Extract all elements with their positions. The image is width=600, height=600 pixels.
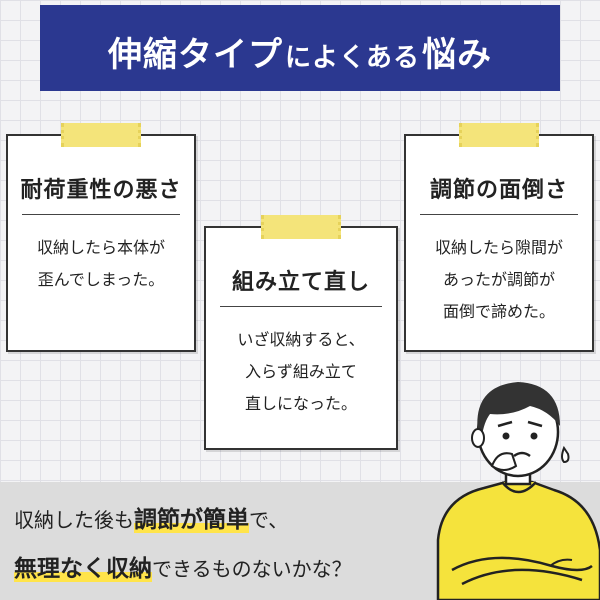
line1-text-end: で、 (249, 508, 289, 532)
tape-decoration (261, 215, 341, 239)
line2-highlight: 無理なく収納 (14, 556, 152, 582)
sweat-drop-icon (561, 445, 570, 464)
problem-card-adjustment: 調節の面倒さ 収納したら隙間が あったが調節が 面倒で諦めた。 (404, 123, 594, 352)
problem-card-load-capacity: 耐荷重性の悪さ 収納したら本体が 歪んでしまった。 (6, 123, 196, 352)
card-title: 組み立て直し (231, 270, 370, 295)
title-banner: 伸縮タイプ によくある 悩み (40, 5, 560, 91)
line2-text: できるものないかな？ (152, 557, 352, 581)
card-body: いざ収納すると、 入らず組み立て 直しになった。 (237, 330, 365, 413)
line1-highlight-ga: が (180, 507, 203, 533)
line1-highlight-easy: 簡単 (203, 507, 249, 533)
banner-title-part3: 悩み (422, 35, 492, 75)
card-title: 耐荷重性の悪さ (20, 178, 182, 203)
tape-decoration (61, 123, 141, 147)
banner-title-part2: によくある (284, 43, 420, 73)
problem-card-reassembly: 組み立て直し いざ収納すると、 入らず組み立て 直しになった。 (204, 215, 398, 450)
card-divider (420, 214, 578, 215)
troubled-person-illustration (436, 382, 600, 600)
card-title: 調節の面倒さ (429, 178, 568, 203)
card-divider (220, 306, 382, 307)
bottom-line-2: 無理なく収納できるものないかな？ (14, 549, 352, 583)
card-body: 収納したら本体が 歪んでしまった。 (36, 238, 165, 289)
line1-text: 収納した後も (14, 508, 134, 532)
bottom-line-1: 収納した後も調節が簡単で、 (14, 500, 288, 534)
card-body: 収納したら隙間が あったが調節が 面倒で諦めた。 (434, 238, 563, 321)
banner-title-part1: 伸縮タイプ (107, 35, 283, 75)
line1-highlight-adjust: 調節 (134, 507, 180, 533)
tape-decoration (459, 123, 539, 147)
card-divider (22, 214, 180, 215)
